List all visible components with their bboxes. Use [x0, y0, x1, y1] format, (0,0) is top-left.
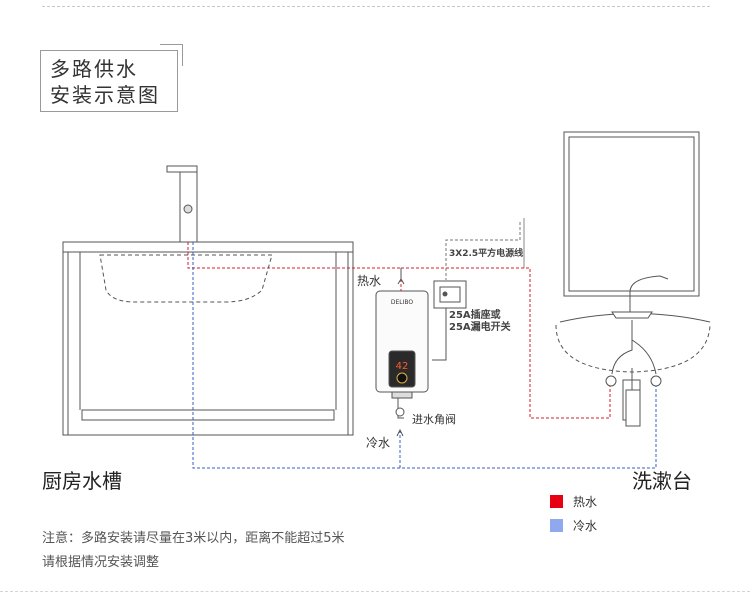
- legend-item-hot: 热水: [550, 492, 597, 510]
- cold-water-pipe: [192, 242, 657, 469]
- diagram-title-line1: 多路供水: [50, 57, 138, 81]
- cold-water-label: 冷水: [366, 436, 390, 450]
- socket-label-line1: 25A插座或: [449, 308, 501, 321]
- socket-box-illustration: [432, 280, 467, 361]
- cold-water-inlet-arrow: [396, 428, 404, 437]
- legend: 热水 冷水: [550, 492, 597, 534]
- legend-item-cold: 冷水: [550, 516, 597, 534]
- water-heater-illustration: [375, 290, 429, 419]
- heater-display-readout: 42: [396, 361, 409, 372]
- hot-water-pipe-outlet-arrow: [397, 268, 405, 285]
- kitchen-sink-label: 厨房水槽: [42, 469, 122, 493]
- power-cable-label: 3X2.5平方电源线: [449, 247, 523, 259]
- kitchen-faucet-illustration: [166, 165, 198, 243]
- socket-label-line2: 25A漏电开关: [449, 320, 511, 333]
- bottom-divider: [0, 591, 750, 592]
- power-cable-illustration: [445, 218, 525, 280]
- diagram-title-line2: 安装示意图: [50, 83, 160, 107]
- kitchen-sink-illustration: [62, 241, 354, 436]
- title-corner-mark-vertical: [182, 44, 183, 66]
- inlet-valve-label: 进水角阀: [412, 412, 456, 426]
- installation-note-line1: 注意：多路安装请尽量在3米以内，距离不能超过5米: [42, 531, 345, 546]
- legend-swatch-cold: [550, 518, 563, 532]
- diagram-title-box: 多路供水 安装示意图: [40, 50, 178, 112]
- top-divider: [42, 6, 710, 7]
- bathroom-mirror-illustration: [563, 131, 700, 297]
- hot-water-label: 热水: [357, 274, 381, 288]
- legend-swatch-hot: [550, 494, 563, 508]
- heater-brand-label: DELIBO: [391, 299, 414, 306]
- installation-note-line2: 请根据情况安装调整: [42, 555, 160, 570]
- wash-basin-label: 洗漱台: [632, 469, 692, 493]
- wash-basin-illustration: [555, 275, 711, 427]
- title-corner-mark: [160, 44, 182, 45]
- legend-label-cold: 冷水: [573, 518, 598, 533]
- legend-label-hot: 热水: [573, 494, 598, 509]
